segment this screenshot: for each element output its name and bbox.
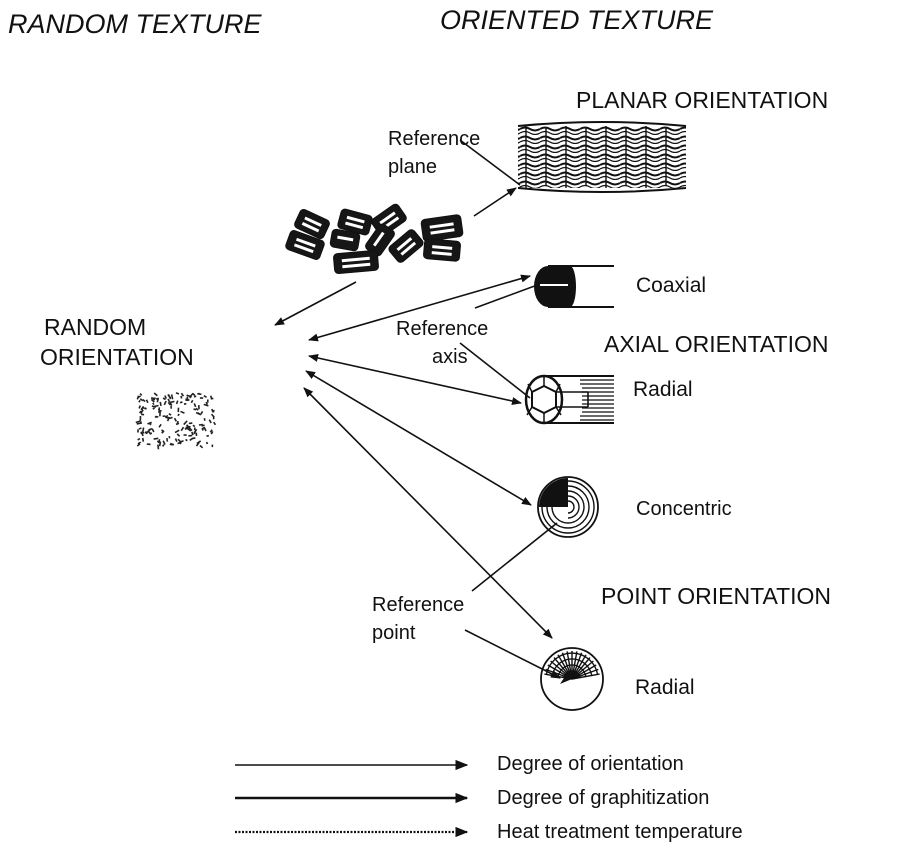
random-orientation-label-line2: ORIENTATION	[40, 344, 194, 370]
oriented-texture-header: ORIENTED TEXTURE	[440, 5, 714, 35]
point-radial-label: Radial	[635, 676, 695, 699]
point-radial-sphere	[540, 647, 604, 711]
concentric-sphere	[537, 476, 599, 538]
reference-plane-label-line2: plane	[388, 156, 437, 178]
legend-arrows	[235, 759, 469, 838]
reference-point-label-line2: point	[372, 622, 416, 644]
reference-pointer-lines	[459, 139, 561, 679]
axial-radial-cylinder	[524, 374, 614, 425]
crystallite-cluster	[285, 203, 464, 275]
random-speckle-pattern	[135, 392, 217, 450]
reference-point-label-line1: Reference	[372, 594, 465, 616]
random-texture-header: RANDOM TEXTURE	[8, 9, 262, 39]
legend-label-graphitization: Degree of graphitization	[497, 787, 710, 809]
axial-radial-label: Radial	[633, 378, 693, 401]
point-orientation-title: POINT ORIENTATION	[601, 583, 832, 609]
legend-label-orientation: Degree of orientation	[497, 753, 684, 775]
coaxial-cylinder	[534, 265, 614, 308]
reference-axis-label-line2: axis	[432, 346, 468, 368]
coaxial-label: Coaxial	[636, 274, 707, 297]
reference-axis-label-line1: Reference	[396, 318, 489, 340]
random-orientation-label-line1: RANDOM	[44, 314, 147, 340]
planar-oriented-block	[517, 121, 687, 193]
planar-orientation-title: PLANAR ORIENTATION	[576, 87, 829, 113]
concentric-label: Concentric	[636, 498, 732, 520]
reference-plane-label-line1: Reference	[388, 128, 481, 150]
axial-orientation-title: AXIAL ORIENTATION	[604, 331, 829, 357]
relation-arrows	[274, 187, 553, 639]
legend-label-heat-treatment: Heat treatment temperature	[497, 821, 743, 843]
